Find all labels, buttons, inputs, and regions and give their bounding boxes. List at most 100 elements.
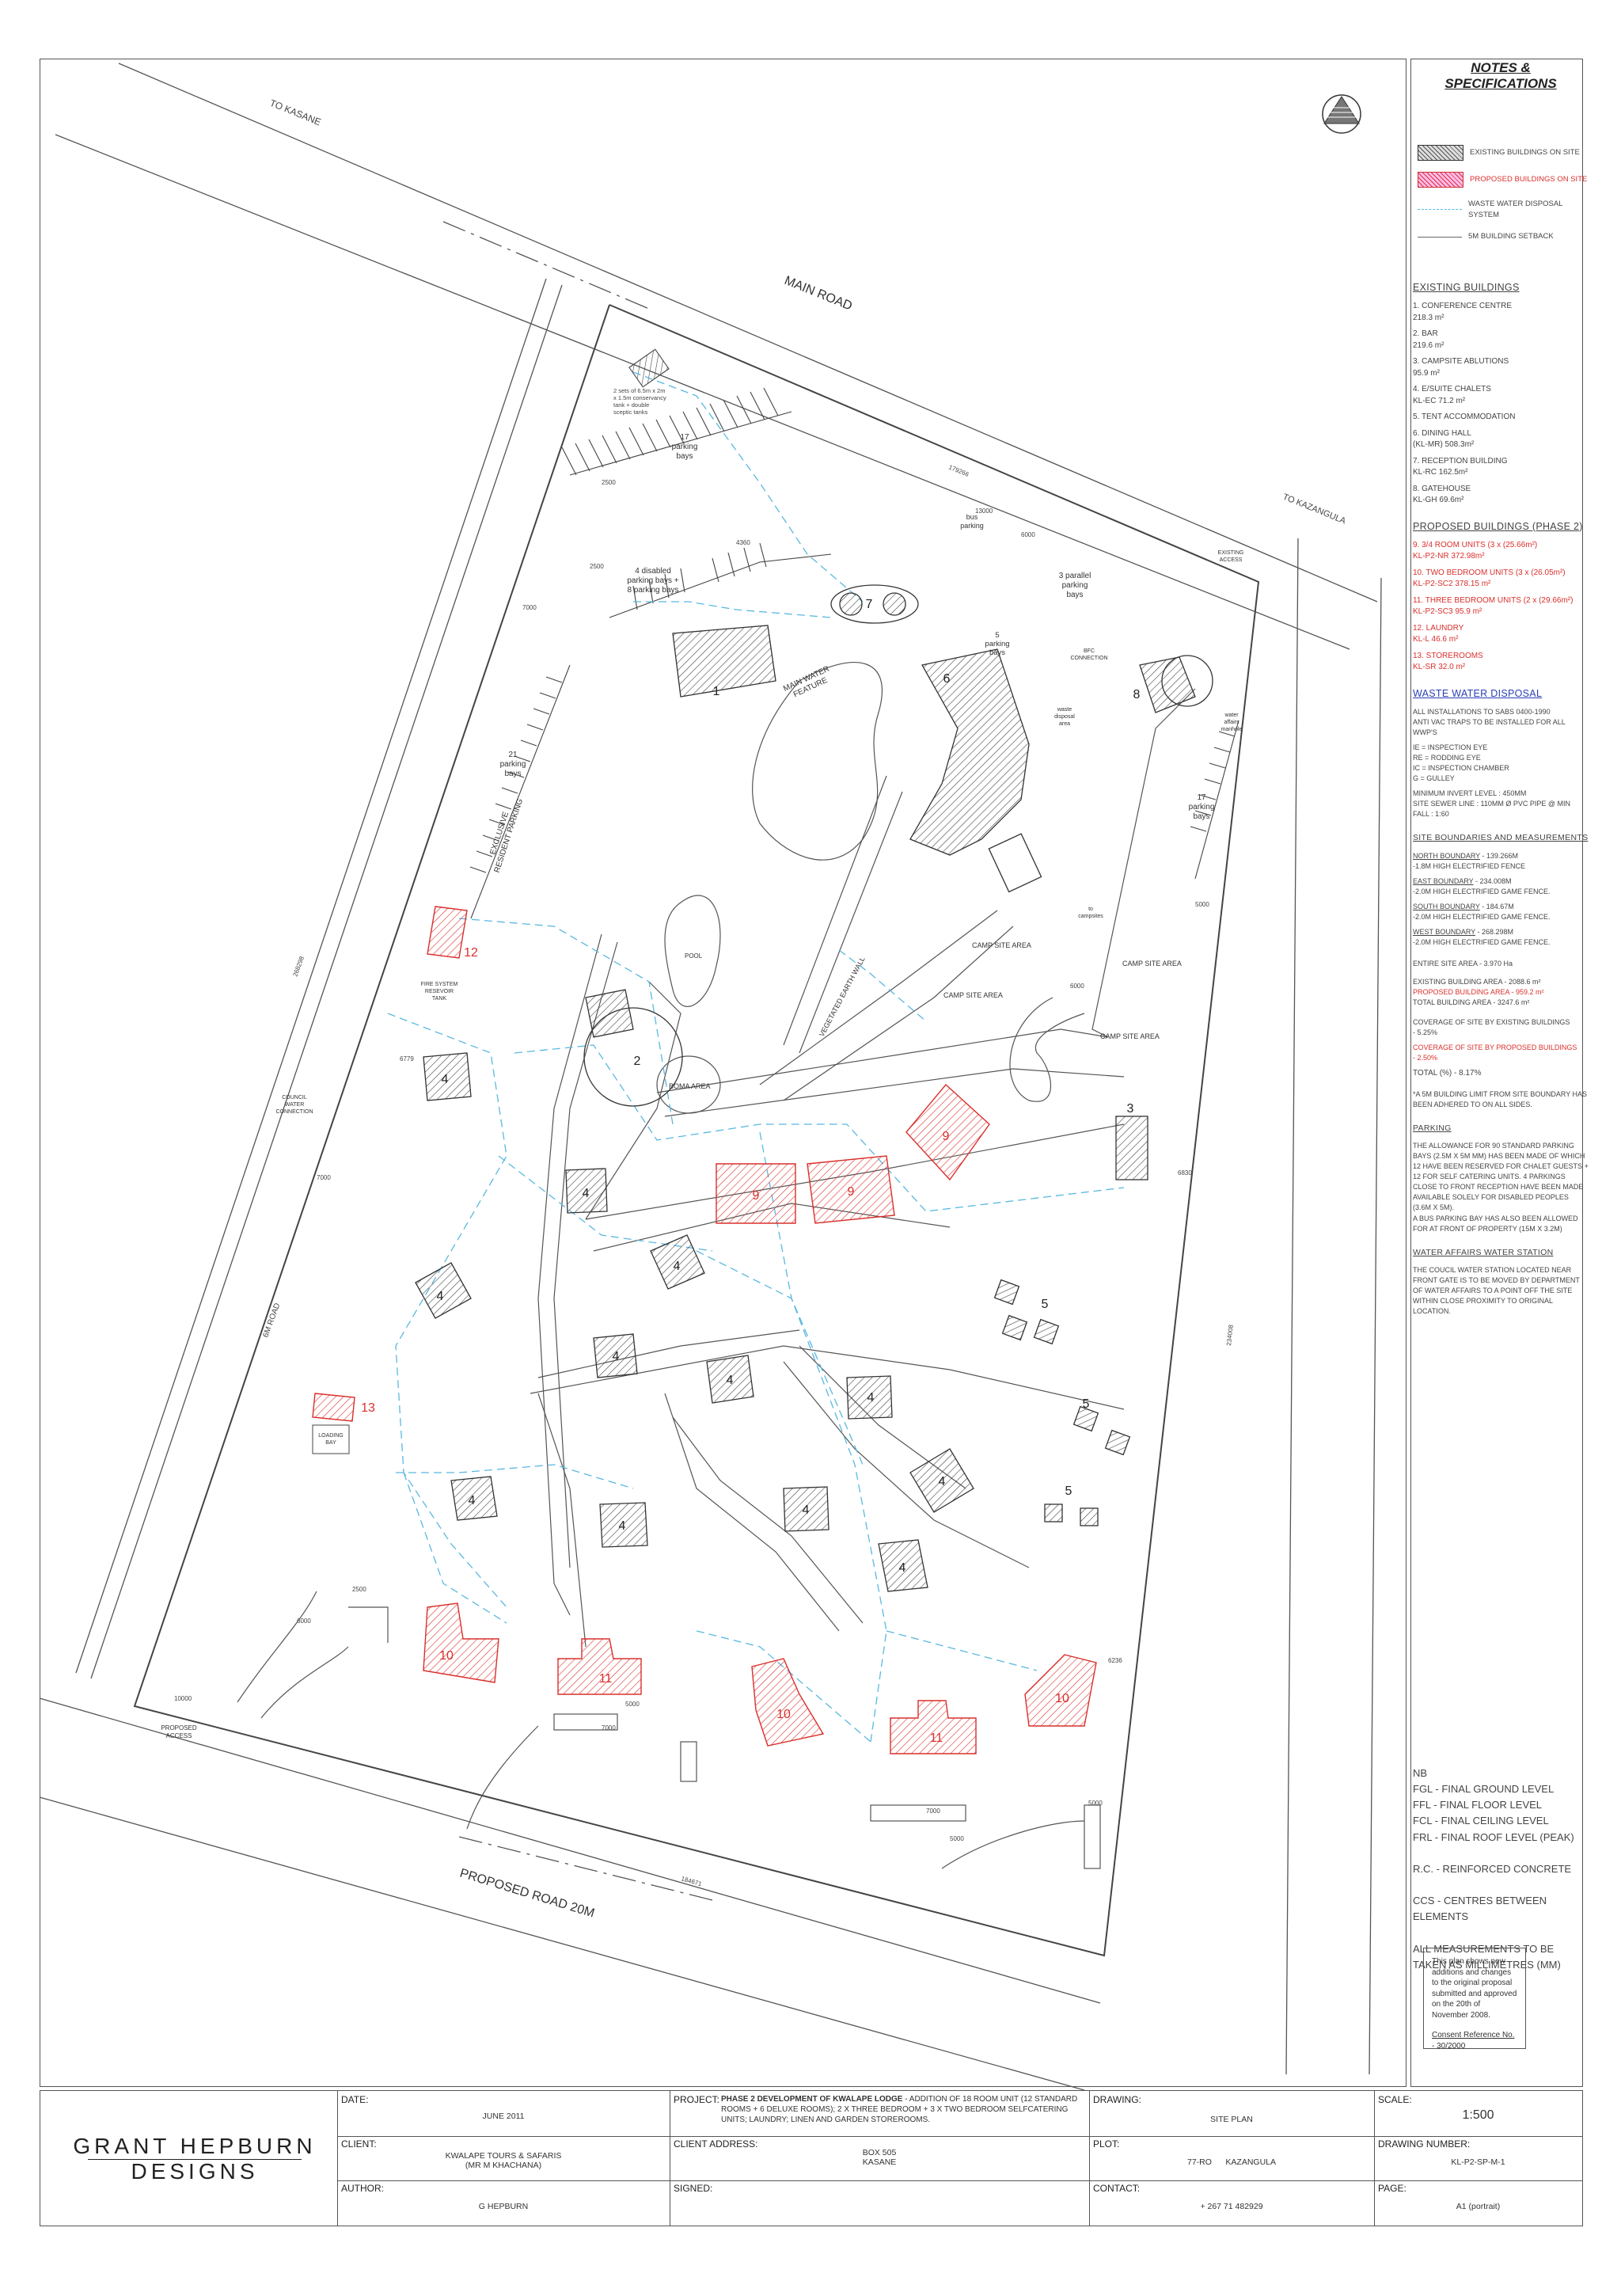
boundary-item: EAST BOUNDARY - 234.008M -2.0M HIGH ELEC…	[1413, 876, 1551, 895]
svg-text:4: 4	[437, 1290, 444, 1303]
svg-text:11: 11	[930, 1732, 943, 1745]
svg-text:5000: 5000	[1195, 901, 1209, 908]
road-label-to-kasane: TO KASANE	[268, 97, 323, 128]
tent-7	[1080, 1507, 1099, 1526]
title-block: GRANT HEPBURN DESIGNS DATE: JUNE 2011 CL…	[40, 2090, 1583, 2226]
legend-proposed: PROPOSED BUILDINGS ON SITE	[1413, 171, 1589, 188]
contact-label: CONTACT:	[1093, 2183, 1141, 2194]
building-4g	[846, 1375, 893, 1420]
existing-item: 3. CAMPSITE ABLUTIONS 95.9 m²	[1413, 357, 1509, 378]
existing-building-numbers: 123 444 444 444 444 555 678	[437, 598, 1141, 1575]
tent-2	[1001, 1314, 1028, 1341]
svg-text:5000: 5000	[625, 1701, 640, 1708]
west-road	[75, 278, 563, 1679]
coverage-proposed: COVERAGE OF SITE BY PROPOSED BUILDINGS -…	[1413, 1043, 1577, 1062]
svg-text:4: 4	[674, 1260, 681, 1273]
plot-value: 77-RO KAZANGULA	[1186, 2157, 1277, 2167]
existing-item: 4. E/SUITE CHALETS KL-EC 71.2 m²	[1413, 385, 1491, 405]
svg-text:6236: 6236	[1108, 1657, 1122, 1664]
building-10c	[1024, 1654, 1097, 1727]
existing-area: EXISTING BUILDING AREA - 2088.6 m²	[1413, 978, 1541, 986]
svg-text:3: 3	[1127, 1102, 1134, 1116]
building-10b	[751, 1658, 825, 1747]
project-value: PHASE 2 DEVELOPMENT OF KWALAPE LODGE - A…	[721, 2095, 1078, 2124]
existing-item: 5. TENT ACCOMMODATION	[1413, 412, 1516, 422]
svg-text:6779: 6779	[400, 1055, 414, 1062]
building-4c	[650, 1234, 705, 1290]
svg-text:2500: 2500	[602, 479, 616, 486]
parking-text: THE ALLOWANCE FOR 90 STANDARD PARKING BA…	[1413, 1142, 1589, 1233]
svg-text:4: 4	[619, 1519, 626, 1533]
building-4a	[423, 1052, 472, 1101]
legend-setback: 5M BUILDING SETBACK	[1413, 231, 1589, 242]
svg-text:4: 4	[939, 1475, 946, 1488]
proposed-area: PROPOSED BUILDING AREA - 959.2 m²	[1413, 988, 1544, 997]
contact-value: + 267 71 482929	[1200, 2202, 1263, 2211]
page-value: A1 (portrait)	[1456, 2202, 1501, 2211]
scale-label: SCALE:	[1378, 2094, 1412, 2105]
svg-text:7000: 7000	[522, 604, 537, 611]
building-12	[427, 906, 468, 959]
svg-text:5: 5	[1042, 1298, 1049, 1311]
svg-text:4: 4	[727, 1374, 734, 1387]
client-label: CLIENT:	[341, 2138, 377, 2150]
svg-text:5000: 5000	[1088, 1800, 1103, 1807]
proposed-item: 12. LAUNDRY KL-L 46.6 m²	[1413, 623, 1464, 644]
building-7	[830, 584, 919, 624]
svg-text:1: 1	[713, 685, 720, 698]
proposed-item: 9. 3/4 ROOM UNITS (3 x (25.66m²) KL-P2-N…	[1413, 540, 1538, 561]
building-9a	[716, 1163, 796, 1224]
existing-buildings	[415, 584, 1213, 1592]
drawing-label: DRAWING:	[1093, 2094, 1141, 2105]
building-4f	[706, 1355, 754, 1404]
building-11b	[890, 1700, 977, 1754]
nb-notes: NB FGL - FINAL GROUND LEVEL FFL - FINAL …	[1413, 1767, 1574, 1971]
svg-text:9: 9	[943, 1130, 950, 1143]
tent-3	[1033, 1318, 1060, 1345]
plot-label: PLOT:	[1093, 2138, 1120, 2150]
existing-item: 1. CONFERENCE CENTRE 218.3 m²	[1413, 302, 1513, 322]
drawing-number-label: DRAWING NUMBER:	[1378, 2138, 1471, 2150]
building-8	[1139, 656, 1196, 713]
svg-text:4: 4	[803, 1503, 810, 1517]
svg-text:5: 5	[1083, 1397, 1090, 1411]
svg-text:4: 4	[613, 1350, 620, 1363]
site-boundary	[133, 304, 1260, 1957]
consent-ref: Consent Reference No. - 30/2000	[1432, 2031, 1515, 2051]
svg-text:9: 9	[753, 1189, 760, 1203]
setback-note: *A 5M BUILDING LIMIT FROM SITE BOUNDARY …	[1413, 1089, 1588, 1108]
svg-text:4: 4	[899, 1561, 906, 1575]
building-13	[312, 1393, 355, 1422]
svg-text:7000: 7000	[602, 1724, 616, 1732]
page-label: PAGE:	[1378, 2183, 1407, 2194]
main-water-feature	[752, 662, 883, 861]
svg-text:268298: 268298	[291, 955, 306, 978]
author-label: AUTHOR:	[341, 2183, 384, 2194]
tent-4	[1072, 1405, 1099, 1432]
svg-text:4: 4	[442, 1073, 449, 1086]
disabled-parking	[609, 542, 832, 618]
svg-text:4: 4	[469, 1494, 476, 1507]
pool-outline	[664, 895, 721, 1007]
legend-existing: EXISTING BUILDINGS ON SITE	[1413, 144, 1589, 161]
loading-bay	[312, 1424, 350, 1454]
svg-text:11: 11	[599, 1672, 613, 1686]
svg-text:6000: 6000	[1070, 983, 1084, 990]
east-road	[1285, 538, 1382, 2075]
tent-5	[1104, 1429, 1131, 1456]
waste-text: ALL INSTALLATIONS TO SABS 0400-1990 ANTI…	[1413, 707, 1566, 737]
building-10a	[423, 1602, 499, 1683]
firm-logo: GRANT HEPBURN DESIGNS	[73, 2134, 317, 2184]
svg-text:2500: 2500	[352, 1586, 366, 1593]
existing-item: 6. DINING HALL (KL-MR) 508.3m²	[1413, 428, 1475, 450]
main-road	[55, 63, 1378, 650]
svg-text:8: 8	[1133, 688, 1141, 701]
